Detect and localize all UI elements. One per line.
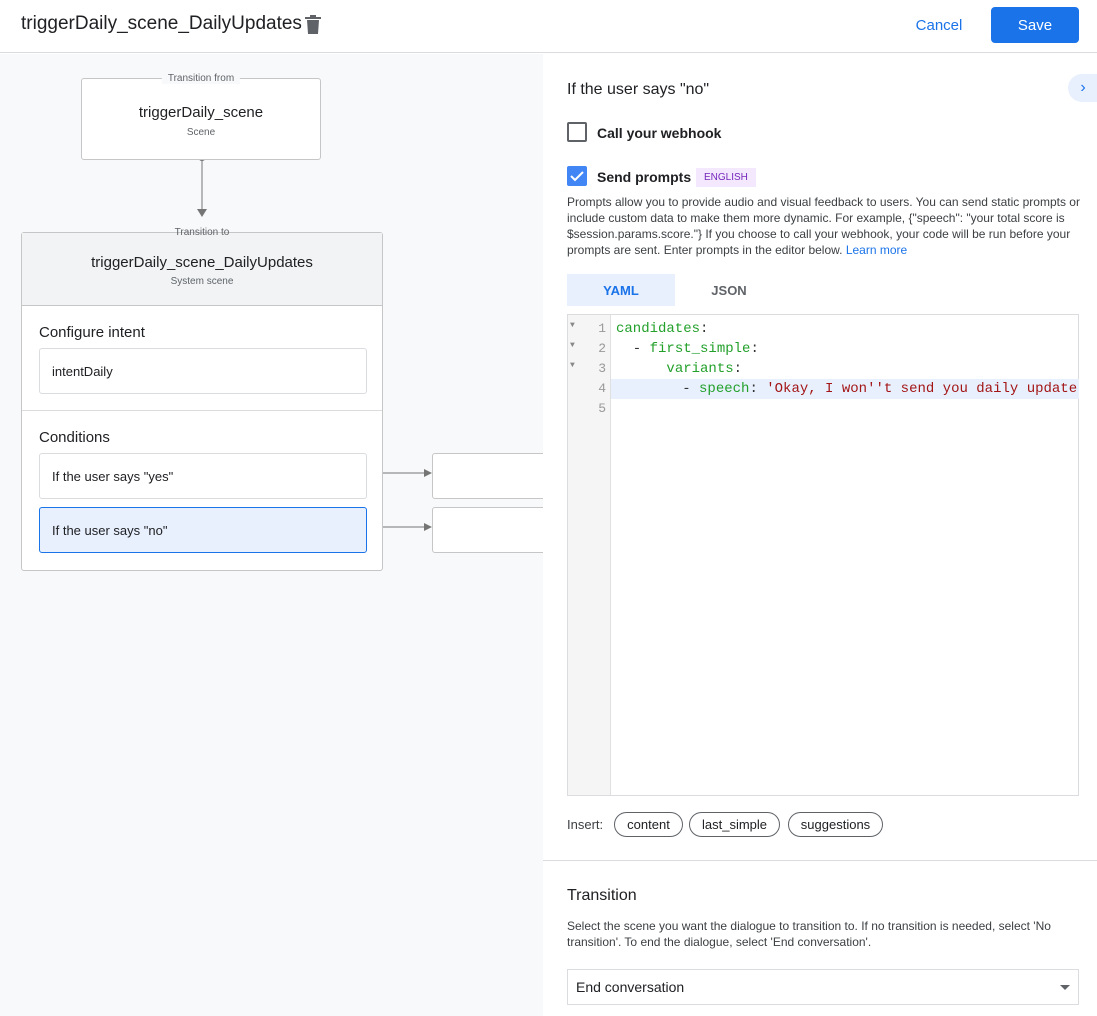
page-title: triggerDaily_scene_DailyUpdates [21, 13, 302, 34]
fold-arrow-icon[interactable]: ▼ [570, 361, 575, 370]
line-number: 5 [598, 401, 606, 416]
check-icon [570, 171, 584, 182]
scene-type: System scene [170, 276, 234, 287]
condition-panel: If the user says "no" › Call your webhoo… [543, 54, 1097, 1016]
line-number: 3 [598, 361, 606, 376]
dropdown-arrow-icon [1060, 985, 1070, 995]
configure-intent-heading: Configure intent [39, 324, 145, 341]
code-line: - first_simple: [616, 341, 759, 357]
transition-to-node: Transition to triggerDaily_scene_DailyUp… [21, 227, 383, 571]
flow-canvas: Transition from triggerDaily_scene Scene… [0, 54, 543, 1016]
trash-icon[interactable] [305, 15, 321, 34]
language-badge: ENGLISH [696, 168, 756, 187]
tab-json[interactable]: JSON [711, 282, 747, 298]
fold-arrow-icon[interactable]: ▼ [570, 321, 575, 330]
prompts-description: Prompts allow you to provide audio and v… [567, 194, 1087, 258]
condition-yes[interactable]: If the user says "yes" [39, 453, 367, 499]
transition-from-node[interactable]: Transition from triggerDaily_scene Scene [81, 73, 321, 160]
line-number: 1 [598, 321, 606, 336]
transition-to-label: Transition to [174, 227, 230, 238]
insert-chip-suggestions[interactable]: suggestions [788, 812, 883, 837]
webhook-label: Call your webhook [597, 125, 722, 141]
panel-title: If the user says "no" [567, 81, 710, 98]
line-number: 2 [598, 341, 606, 356]
condition-no[interactable]: If the user says "no" [39, 507, 367, 553]
save-button[interactable]: Save [991, 7, 1079, 43]
webhook-checkbox[interactable] [567, 122, 587, 142]
code-line-active: - speech: 'Okay, I won''t send you daily… [611, 379, 1079, 399]
code-editor[interactable]: ▼ ▼ ▼ 1 2 3 4 5 candidates: - first_simp… [567, 314, 1079, 796]
editor-gutter: ▼ ▼ ▼ 1 2 3 4 5 [568, 315, 611, 795]
fold-arrow-icon[interactable]: ▼ [570, 341, 575, 350]
target-node-yes[interactable] [432, 453, 543, 499]
transition-select[interactable]: End conversation [567, 969, 1079, 1005]
scene-type: Scene [186, 127, 216, 138]
line-number: 4 [598, 381, 606, 396]
transition-description: Select the scene you want the dialogue t… [567, 919, 1051, 949]
insert-chip-content[interactable]: content [614, 812, 683, 837]
conditions-heading: Conditions [39, 429, 110, 446]
description-text: Prompts allow you to provide audio and v… [567, 195, 1080, 257]
learn-more-link[interactable]: Learn more [845, 243, 908, 257]
code-line: variants: [666, 361, 743, 377]
transition-heading: Transition [567, 887, 637, 904]
chevron-right-icon[interactable]: › [1068, 74, 1097, 102]
tab-yaml[interactable]: YAML [567, 274, 675, 306]
code-line: candidates: [616, 321, 709, 337]
transition-from-label: Transition from [161, 73, 241, 84]
cancel-button[interactable]: Cancel [915, 16, 963, 34]
insert-label: Insert: [567, 817, 604, 832]
scene-name: triggerDaily_scene [138, 104, 264, 121]
send-prompts-label: Send prompts [597, 169, 692, 185]
transition-selected-value: End conversation [576, 979, 685, 995]
header: triggerDaily_scene_DailyUpdates Cancel S… [0, 0, 1097, 53]
send-prompts-checkbox[interactable] [567, 166, 587, 186]
intent-field[interactable]: intentDaily [39, 348, 367, 394]
insert-chip-last-simple[interactable]: last_simple [689, 812, 780, 837]
scene-name: triggerDaily_scene_DailyUpdates [91, 254, 313, 271]
target-node-no[interactable] [432, 507, 543, 553]
